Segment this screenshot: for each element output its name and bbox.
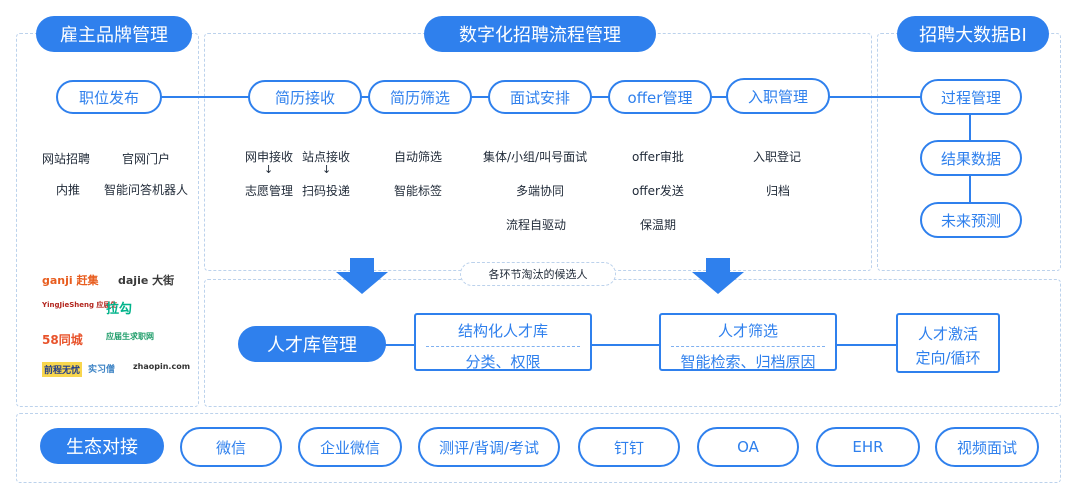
logo-ganji: ganji 赶集 [42,274,99,287]
eco-wecom: 企业微信 [298,427,402,467]
step-offer: offer管理 [608,80,712,114]
detail-self-driven-flow: 流程自驱动 [506,218,567,232]
detail-multi-device: 多端协同 [516,184,565,198]
detail-online-apply: 网申接收 [245,150,294,164]
logo-zhaopin: zhaopin.com [133,362,191,371]
ecosystem-header: 生态对接 [40,428,164,464]
down-arrow-right-icon [692,258,744,294]
bi-section-header: 招聘大数据BI [897,16,1049,52]
channel-website: 网站招聘 [42,152,91,166]
detail-scan-submit: 扫码投递 [302,184,351,198]
talent-activate-sub: 定向/循环 [915,349,981,367]
eco-video-interview: 视频面试 [935,427,1039,467]
detail-site-receive: 站点接收 [302,150,351,164]
channel-qa-bot: 智能问答机器人 [104,183,189,197]
channel-referral: 内推 [56,183,81,197]
step-resume-receive: 简历接收 [248,80,362,114]
talent-filter-box: 人才筛选 智能检索、归档原因 [659,313,837,371]
arrow-down-left: ↓ [264,163,274,176]
arrow-down-right: ↓ [322,163,332,176]
bi-result-node: 结果数据 [920,140,1022,176]
talent-panel [204,279,1061,407]
bi-process-node: 过程管理 [920,79,1022,115]
logo-58: 58同城 [42,333,83,347]
logo-dajie: dajie 大街 [118,274,175,287]
eco-dingtalk: 钉钉 [578,427,680,467]
channel-official-portal: 官网门户 [122,152,171,166]
eco-wechat: 微信 [180,427,282,467]
logo-51job: 前程无忧 [42,362,83,377]
logo-yingjiesheng: YingJieSheng 应届生 [42,301,118,309]
talent-flow-line [300,344,990,346]
structured-talent-pool-title: 结构化人才库 [457,322,548,340]
talent-pool-header: 人才库管理 [238,326,386,362]
step-resume-filter: 简历筛选 [368,80,472,114]
ecosystem-panel [16,413,1061,483]
detail-archive: 归档 [766,184,791,198]
detail-smart-tags: 智能标签 [394,184,443,198]
detail-onboard-register: 入职登记 [753,150,802,164]
detail-offer-approval: offer审批 [632,150,684,164]
detail-preference-mgmt: 志愿管理 [245,184,294,198]
down-arrow-left-icon [336,258,388,294]
eco-assessment: 测评/背调/考试 [418,427,560,467]
talent-filter-sub: 智能检索、归档原因 [680,353,816,371]
structured-talent-pool-sub: 分类、权限 [465,353,541,371]
detail-group-interview: 集体/小组/叫号面试 [483,150,588,164]
logo-yingjiesheng-net: 应届生求职网 [106,332,154,341]
structured-divider [426,346,580,347]
detail-offer-send: offer发送 [632,184,684,198]
eco-oa: OA [697,427,799,467]
filter-divider [671,346,825,347]
talent-activate-box: 人才激活 定向/循环 [896,313,1000,373]
process-section-header: 数字化招聘流程管理 [424,16,656,52]
detail-auto-filter: 自动筛选 [394,150,443,164]
step-onboarding: 入职管理 [726,78,830,114]
eliminated-candidates-label: 各环节淘汰的候选人 [460,262,616,286]
step-interview: 面试安排 [488,80,592,114]
logo-lagou: 拉勾 [106,302,133,317]
brand-section-header: 雇主品牌管理 [36,16,192,52]
detail-warm-period: 保温期 [640,218,677,232]
bi-forecast-node: 未来预测 [920,202,1022,238]
logo-shixiseng: 实习僧 [88,365,116,375]
eco-ehr: EHR [816,427,920,467]
talent-activate-title: 人才激活 [917,325,978,343]
structured-talent-pool-box: 结构化人才库 分类、权限 [414,313,592,371]
talent-filter-title: 人才筛选 [717,322,778,340]
job-posting-node: 职位发布 [56,80,162,114]
